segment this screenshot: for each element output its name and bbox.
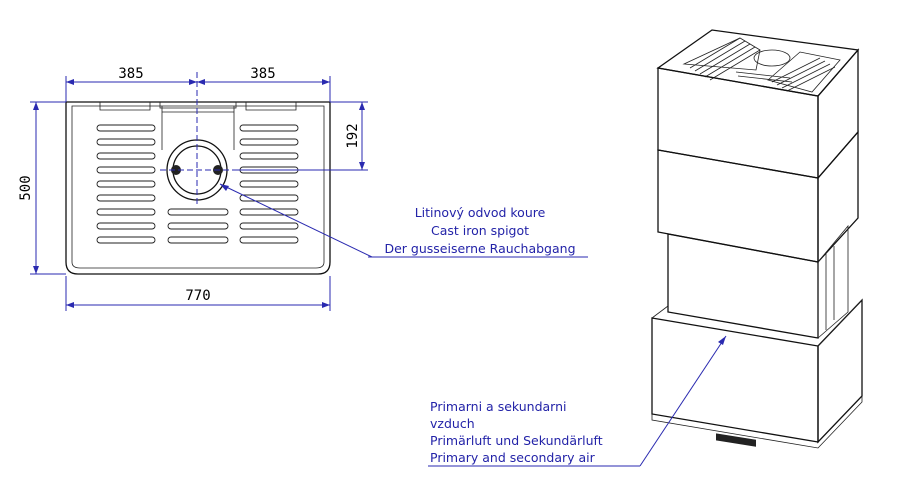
- spigot-callout: Litinový odvod koure Cast iron spigot De…: [219, 183, 588, 258]
- dim-spigot-offset: 192: [345, 123, 361, 148]
- spigot-label-de: Der gusseiserne Rauchabgang: [384, 241, 575, 256]
- air-label-cz-1: Primarni a sekundarni: [430, 399, 567, 414]
- spigot-housing: [161, 106, 235, 150]
- left-vent-slots: [96, 124, 156, 244]
- stove-plinth: [651, 396, 863, 449]
- stove-base-top-edge: [651, 299, 863, 347]
- stove-upper-front: [657, 67, 819, 179]
- stove-firebox-front: [667, 233, 819, 339]
- right-vent-slots: [239, 124, 299, 244]
- stove-firebox-glass-side: [817, 224, 849, 339]
- stove-base-side: [817, 298, 863, 444]
- air-control-slider[interactable]: [716, 433, 756, 447]
- dim-right-half: 385: [250, 66, 275, 82]
- air-label-en: Primary and secondary air: [430, 450, 596, 465]
- stove-upper-side: [817, 48, 859, 180]
- stove-base-front: [651, 317, 819, 443]
- plan-top-tabs: [99, 102, 297, 111]
- top-grille-left: [682, 37, 761, 81]
- air-leader-line: [639, 335, 727, 467]
- air-callout: Primarni a sekundarni vzduch Primärluft …: [428, 335, 727, 467]
- plan-outline: [65, 101, 331, 275]
- plan-dimensions: 385 385 770 500 192: [18, 66, 368, 311]
- dim-left-half: 385: [118, 66, 143, 82]
- stove-isometric: [651, 29, 863, 449]
- dim-total-width: 770: [185, 288, 210, 304]
- spigot-leader-line: [219, 183, 373, 258]
- top-flue-opening: [753, 49, 791, 67]
- stove-firebox-frame: [825, 246, 835, 330]
- stove-middle-side: [817, 130, 859, 264]
- center-vent-slots: [167, 208, 229, 244]
- spigot-label-en: Cast iron spigot: [431, 223, 529, 238]
- plan-view: [65, 72, 331, 275]
- plan-inner-edge: [71, 105, 325, 269]
- spigot-bolt-left: [171, 165, 181, 175]
- spigot-label-cz: Litinový odvod koure: [415, 205, 546, 220]
- stove-middle-band: [657, 149, 819, 263]
- air-label-cz-2: vzduch: [430, 416, 475, 431]
- air-label-de: Primärluft und Sekundärluft: [430, 433, 603, 448]
- dim-depth: 500: [18, 175, 34, 200]
- top-center-slots: [735, 71, 793, 83]
- top-grille-right: [767, 51, 841, 93]
